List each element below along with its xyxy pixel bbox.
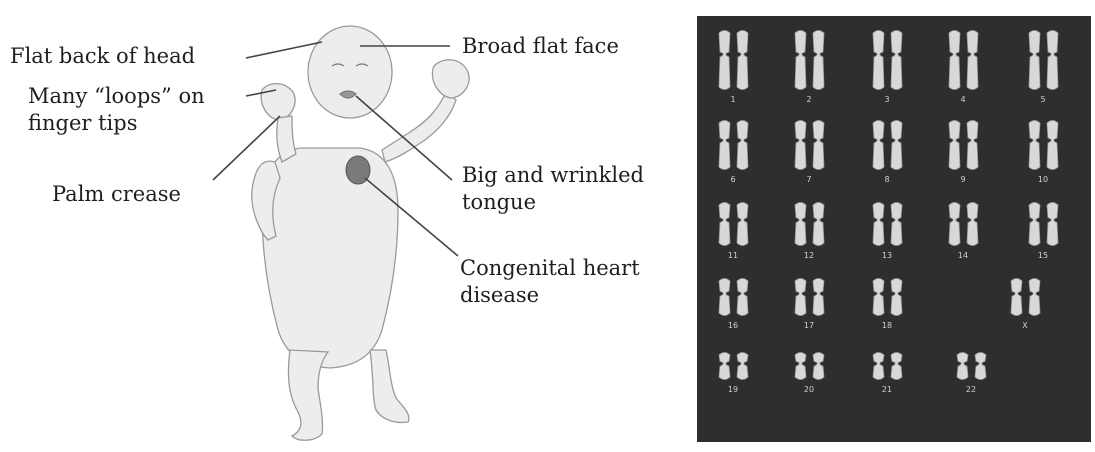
- chromosome-number-14: 14: [958, 251, 968, 260]
- label-big-wrinkled-tongue-line1: Big and wrinkled: [462, 162, 644, 188]
- chromosome-pair-X: [1011, 279, 1040, 316]
- chromosome-pair-13: [873, 203, 902, 246]
- chromosome-number-8: 8: [884, 175, 889, 184]
- infant-left-forearm: [277, 116, 296, 162]
- chromosome-number-15: 15: [1038, 251, 1048, 260]
- chromosome-pair-4: [949, 31, 978, 90]
- chromosome-pair-6: [719, 121, 748, 170]
- chromosome-number-19: 19: [728, 385, 738, 394]
- chromosome-number-5: 5: [1040, 95, 1045, 104]
- chromosome-number-10: 10: [1038, 175, 1048, 184]
- chromosome-pair-7: [795, 121, 824, 170]
- chromosome-number-17: 17: [804, 321, 814, 330]
- chromosome-pair-11: [719, 203, 748, 246]
- chromosome-number-16: 16: [728, 321, 738, 330]
- chromosome-number-21: 21: [882, 385, 892, 394]
- chromosome-pair-3: [873, 31, 902, 90]
- chromosome-pair-5: [1029, 31, 1058, 90]
- chromosome-number-6: 6: [730, 175, 735, 184]
- chromosome-pair-17: [795, 279, 824, 316]
- label-congenital-heart-line2: disease: [460, 282, 539, 308]
- label-palm-crease: Palm crease: [52, 181, 181, 207]
- chromosome-number-1: 1: [730, 95, 735, 104]
- chromosome-pair-21: [873, 353, 902, 380]
- label-broad-flat-face: Broad flat face: [462, 33, 619, 59]
- infant-right-hand: [432, 60, 469, 98]
- chromosome-number-11: 11: [728, 251, 738, 260]
- chromosome-number-4: 4: [960, 95, 965, 104]
- chromosome-pair-19: [719, 353, 748, 380]
- chromosome-pair-9: [949, 121, 978, 170]
- chromosome-number-13: 13: [882, 251, 892, 260]
- chromosome-number-2: 2: [806, 95, 811, 104]
- chromosome-pair-2: [795, 31, 824, 90]
- chromosome-pair-16: [719, 279, 748, 316]
- chromosome-pair-8: [873, 121, 902, 170]
- chromosome-pair-20: [795, 353, 824, 380]
- chromosome-pair-18: [873, 279, 902, 316]
- chromosome-pair-10: [1029, 121, 1058, 170]
- infant-head: [308, 26, 392, 118]
- infant-left-hand: [261, 84, 295, 120]
- chromosome-number-3: 3: [884, 95, 889, 104]
- chromosome-number-22: 22: [966, 385, 976, 394]
- chromosome-number-18: 18: [882, 321, 892, 330]
- chromosome-pair-22: [957, 353, 986, 380]
- chromosome-number-12: 12: [804, 251, 814, 260]
- chromosome-number-X: X: [1022, 321, 1028, 330]
- label-flat-back-of-head: Flat back of head: [10, 43, 195, 69]
- chromosome-pair-15: [1029, 203, 1058, 246]
- chromosome-number-9: 9: [960, 175, 965, 184]
- chromosome-number-7: 7: [806, 175, 811, 184]
- infant-body: [262, 148, 398, 368]
- label-many-loops-line1: Many “loops” on: [28, 83, 205, 109]
- infant-left-leg: [288, 350, 328, 440]
- label-big-wrinkled-tongue-line2: tongue: [462, 189, 536, 215]
- infant-right-leg: [370, 350, 409, 423]
- chromosome-number-20: 20: [804, 385, 814, 394]
- chromosome-pair-1: [719, 31, 748, 90]
- label-many-loops-line2: finger tips: [28, 110, 138, 136]
- label-congenital-heart-line1: Congenital heart: [460, 255, 640, 281]
- chromosome-pair-12: [795, 203, 824, 246]
- chromosome-pair-14: [949, 203, 978, 246]
